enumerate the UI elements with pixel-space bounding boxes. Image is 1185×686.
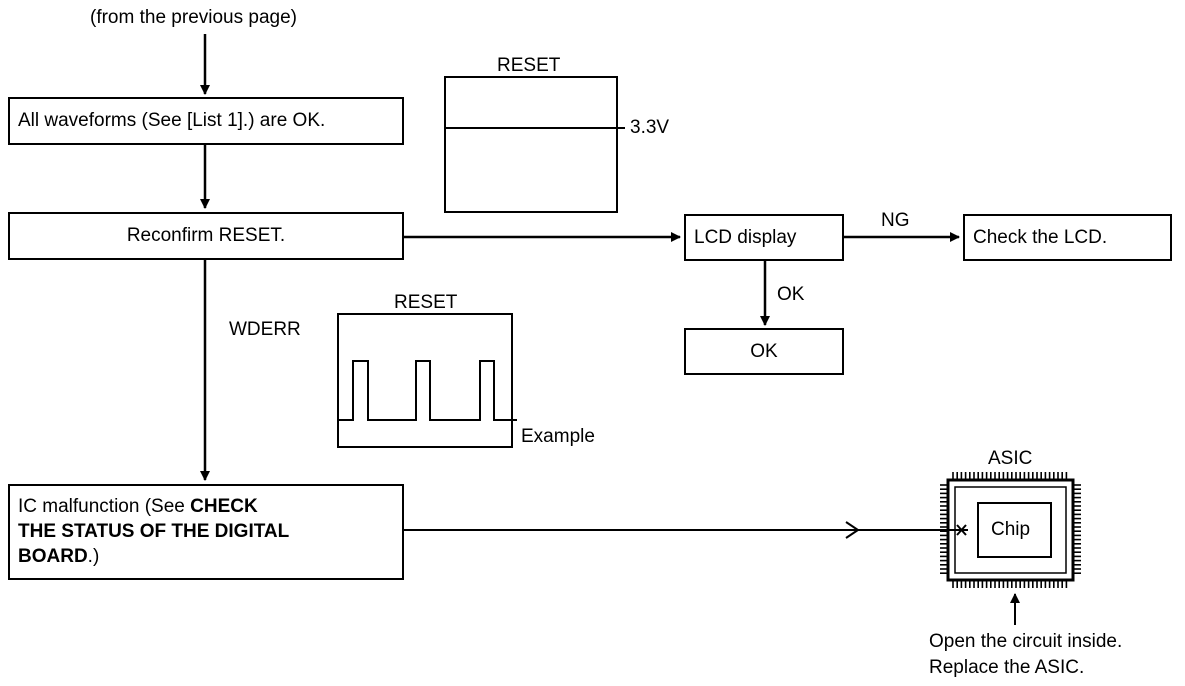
ic-text-bold3: BOARD	[18, 546, 88, 567]
ic-text-pre: IC malfunction (See	[18, 496, 191, 517]
waveforms-ok-label: All waveforms (See [List 1].) are OK.	[18, 110, 326, 131]
reconfirm-reset-label: Reconfirm RESET.	[126, 225, 286, 246]
asic-title: ASIC	[988, 448, 1033, 469]
reset-wderr-pulses	[338, 360, 517, 421]
reset-wderr-box	[337, 313, 513, 448]
asic-package	[940, 472, 1081, 588]
reset-normal-level-label: 3.3V	[630, 117, 670, 138]
ic-text-bold2: THE STATUS OF THE DIGITAL	[18, 521, 290, 542]
reset-wderr-note: Example	[521, 426, 595, 447]
reconfirm-reset-box: Reconfirm RESET.	[8, 212, 404, 260]
ng-label: NG	[881, 210, 910, 231]
ic-text-post: .)	[87, 546, 100, 567]
lcd-display-box: LCD display	[684, 214, 844, 261]
asic-instruction-2: Replace the ASIC.	[929, 657, 1085, 678]
chip-label: Chip	[991, 519, 1031, 540]
wderr-label: WDERR	[229, 319, 301, 340]
check-lcd-box: Check the LCD.	[963, 214, 1172, 261]
reset-normal-title: RESET	[497, 55, 561, 76]
ok-result-label: OK	[750, 340, 778, 362]
lcd-display-label: LCD display	[694, 226, 797, 248]
asic-instruction-1: Open the circuit inside.	[929, 631, 1123, 652]
ok-arrow-label: OK	[777, 284, 805, 305]
check-lcd-label: Check the LCD.	[973, 226, 1108, 248]
top-note: (from the previous page)	[90, 7, 297, 28]
ic-malfunction-text: IC malfunction (See CHECK THE STATUS OF …	[18, 494, 289, 569]
chevron-arrow	[845, 521, 860, 539]
ic-malfunction-box: IC malfunction (See CHECK THE STATUS OF …	[8, 484, 404, 580]
chip-rect	[977, 502, 1052, 558]
reset-wderr-title: RESET	[394, 292, 458, 313]
ok-result-box: OK	[684, 328, 844, 375]
waveforms-ok-box: All waveforms (See [List 1].) are OK.	[8, 97, 404, 145]
reset-normal-box	[444, 76, 618, 213]
ic-text-bold1: CHECK	[190, 496, 258, 517]
